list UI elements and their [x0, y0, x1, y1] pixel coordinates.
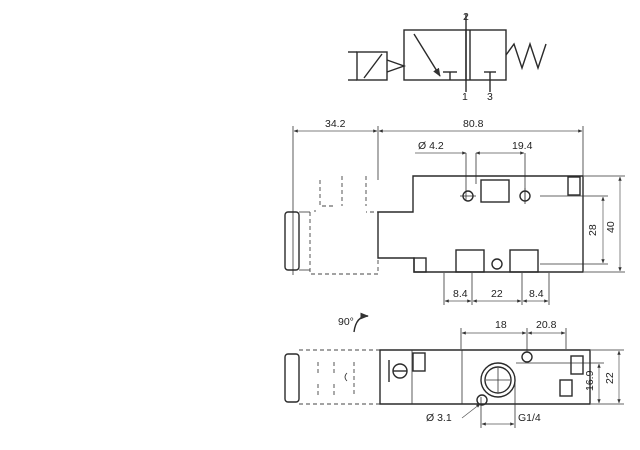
dim-40-label: 40: [605, 221, 617, 233]
dim-8-4-right-label: 8.4: [529, 288, 544, 300]
side-cap-bottom: [559, 379, 573, 397]
side-coil-dashed: [299, 349, 380, 405]
dim-22-label: 22: [491, 288, 503, 300]
pilot-hole: [521, 351, 533, 363]
return-spring: [505, 41, 547, 71]
dim-19-4-label: 19.4: [512, 140, 533, 152]
center-pad: [480, 179, 510, 203]
top-view: 34.2 80.8 Ø 4.2 19.4 28 40: [284, 118, 625, 305]
side-cap-right: [570, 355, 584, 375]
mount-hole-leader: [461, 403, 481, 419]
side-cap-left: [412, 352, 426, 372]
coil-connector: [284, 211, 300, 271]
valve-symbol: 2 1 3: [348, 11, 547, 103]
solenoid-tip: [386, 59, 407, 73]
side-coil-mark: [344, 372, 348, 382]
port-outer: [480, 362, 516, 398]
port-inner: [484, 366, 512, 394]
port-pad-left: [455, 249, 485, 273]
side-body: [379, 349, 591, 405]
port-3-label: 3: [487, 91, 493, 103]
end-cap-right: [567, 176, 581, 196]
dim-16-9-label: 16.9: [584, 370, 596, 391]
rotation-arrow: [353, 312, 369, 333]
dim-22-side-label: 22: [604, 372, 616, 384]
mount-hole-small: [476, 394, 488, 406]
coil-outline-dashed: [309, 176, 379, 275]
side-connector: [284, 353, 300, 403]
port-1-label: 1: [462, 91, 468, 103]
dim-80-8-label: 80.8: [463, 118, 484, 130]
dim-34-2-label: 34.2: [325, 118, 346, 130]
end-cap-left: [413, 257, 427, 273]
dim-20-8-label: 20.8: [536, 319, 557, 331]
rotation-label: 90°: [338, 316, 354, 328]
solenoid-diagonal: [363, 53, 383, 79]
solenoid-box: [356, 51, 388, 81]
port-2-label: 2: [463, 11, 469, 23]
dim-g14-label: G1/4: [518, 412, 541, 424]
dim-dia-3-1-label: Ø 3.1: [426, 412, 452, 424]
dim-dia-4-2-label: Ø 4.2: [418, 140, 444, 152]
valve-body-top: [377, 175, 584, 273]
port-pad-right: [509, 249, 539, 273]
flow-arrow: [413, 33, 441, 77]
side-view: 90° Ø 3.1 G1/4: [284, 312, 624, 428]
mount-hole-3: [491, 258, 503, 270]
dim-28-label: 28: [587, 224, 599, 236]
dim-8-4-left-label: 8.4: [453, 288, 468, 300]
dim-18-label: 18: [495, 319, 507, 331]
